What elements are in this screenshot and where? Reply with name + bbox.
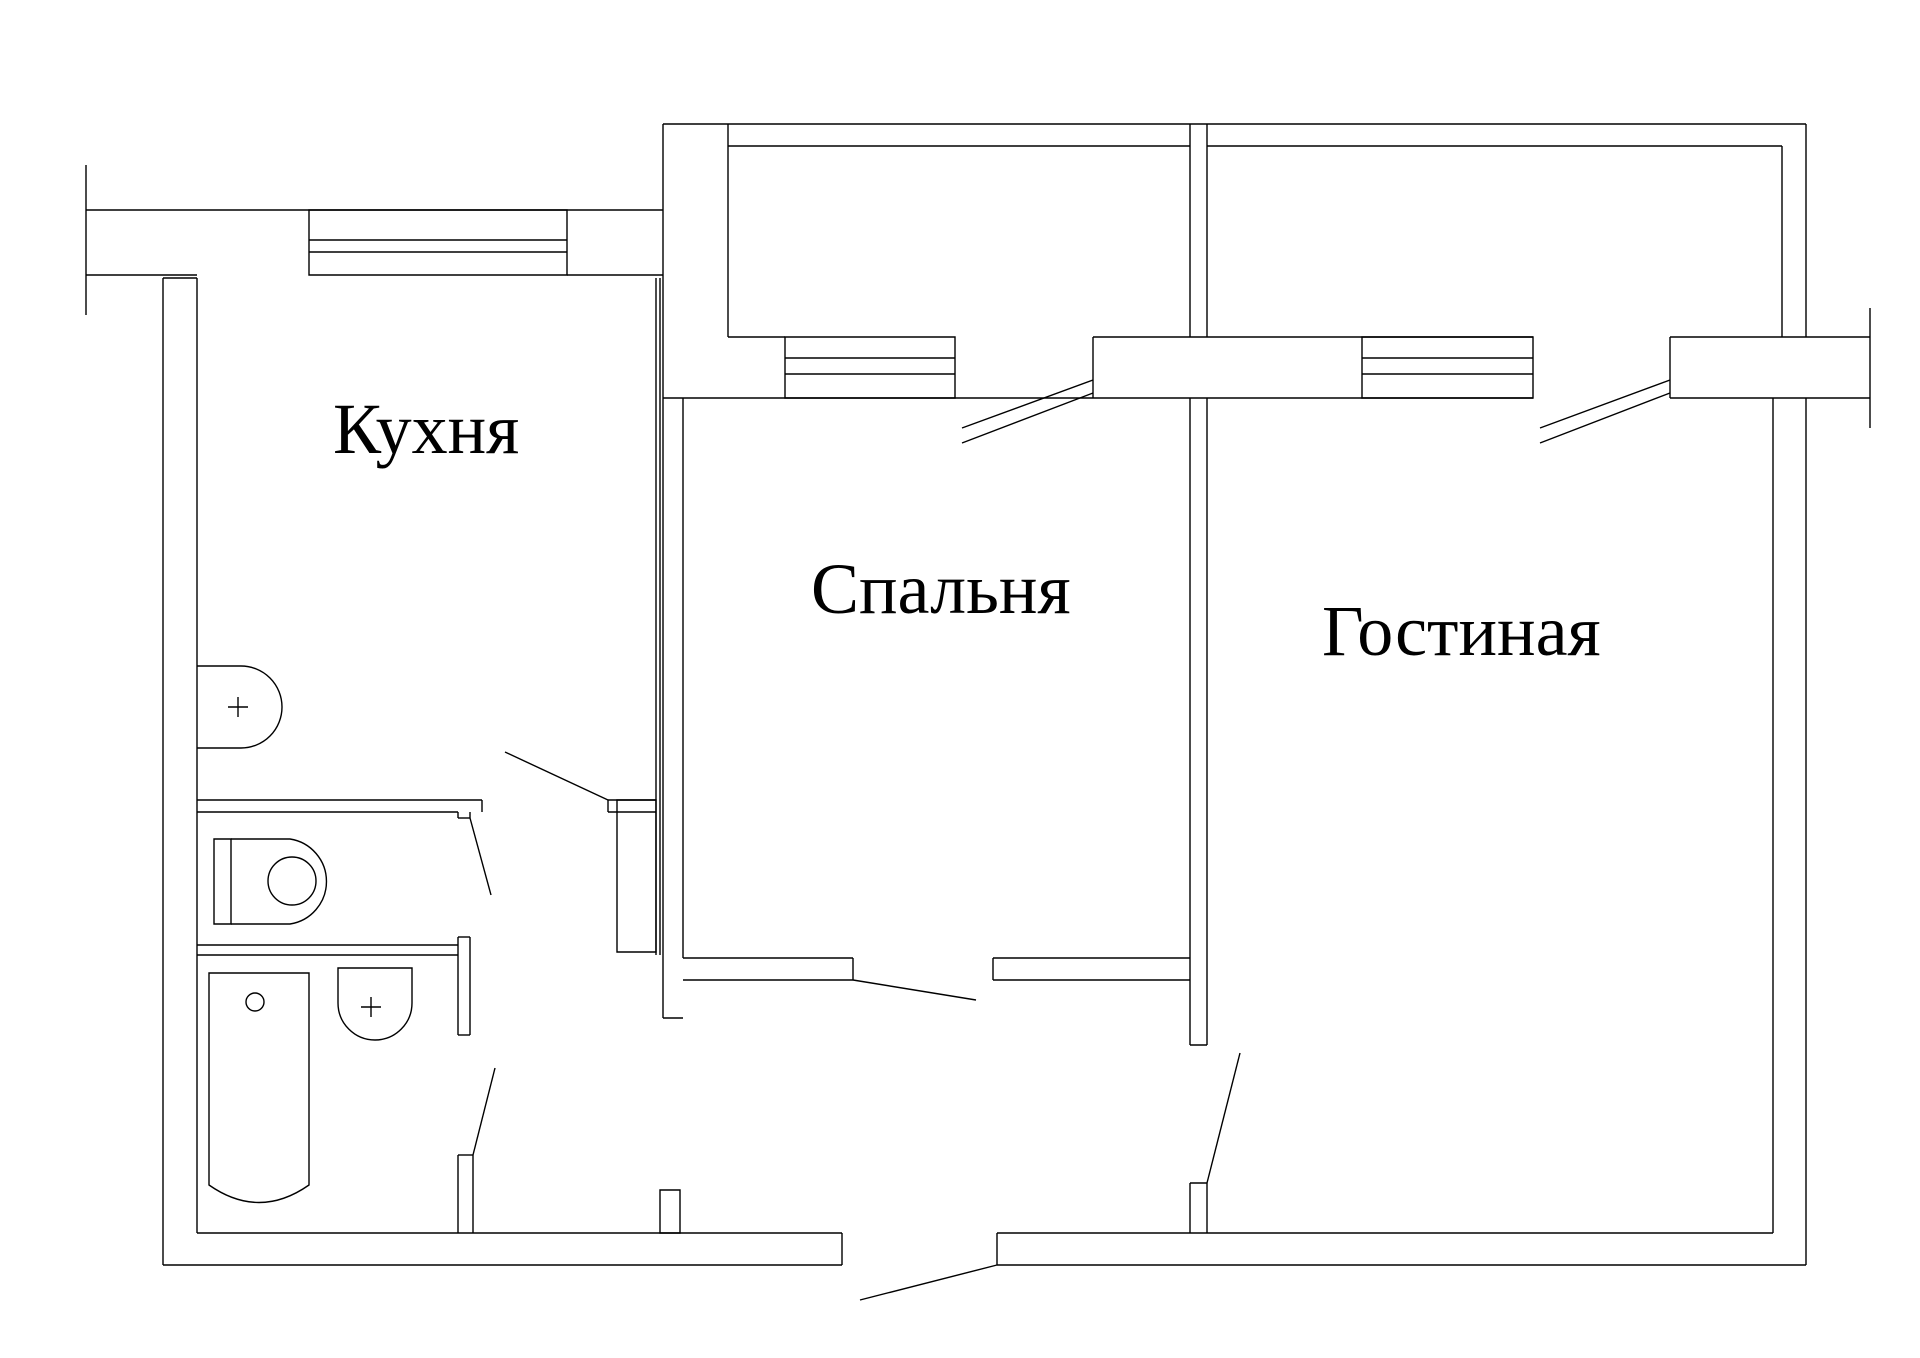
bedroom-door-swing — [853, 980, 976, 1000]
living-window — [1362, 337, 1533, 398]
living-balcony-door — [1540, 393, 1670, 443]
bedroom-window — [785, 337, 955, 398]
room-label-bedroom: Спальня — [811, 549, 1071, 629]
kitchen-window — [309, 210, 567, 275]
toilet-tank — [214, 839, 231, 924]
bathroom-door-swing — [473, 1068, 495, 1155]
kitchen-door-jamb — [617, 800, 656, 952]
bathroom-sink — [338, 968, 412, 1040]
toilet-bowl — [231, 839, 326, 924]
toilet-door-swing — [470, 818, 491, 895]
entrance-door-swing — [860, 1265, 997, 1300]
room-label-kitchen: Кухня — [333, 389, 520, 469]
bathtub-drain — [246, 993, 264, 1011]
toilet-seat — [268, 857, 316, 905]
bedroom-balcony-door — [962, 380, 1093, 428]
bedroom-balcony-door — [962, 393, 1093, 443]
kitchen-sink — [197, 666, 282, 748]
kitchen-door-swing — [505, 752, 608, 800]
fixtures — [197, 666, 412, 1203]
exterior-walls — [86, 124, 1870, 1265]
bathtub — [209, 973, 309, 1203]
living-door-swing — [1207, 1053, 1240, 1183]
living-balcony-door — [1540, 380, 1670, 428]
corridor-stub — [660, 1190, 680, 1233]
interior-walls — [197, 278, 1240, 1300]
room-label-living: Гостиная — [1322, 591, 1601, 671]
